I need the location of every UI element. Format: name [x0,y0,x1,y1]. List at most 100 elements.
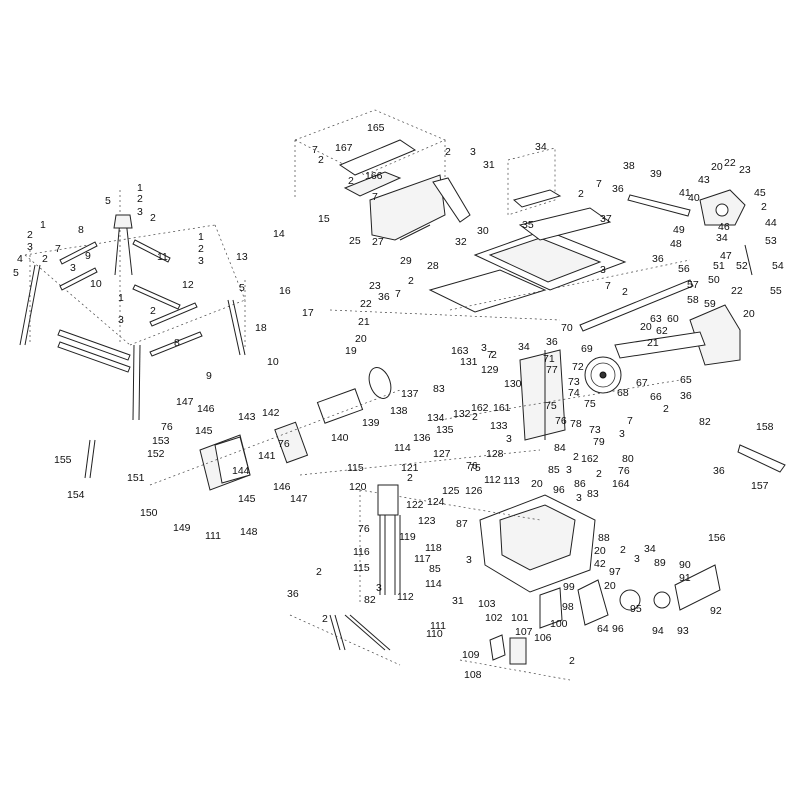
callout-7: 7 [312,144,318,156]
callout-65: 65 [680,374,692,386]
callout-96: 96 [612,623,624,635]
callout-111: 111 [430,620,446,632]
callout-98: 98 [562,601,574,613]
callout-123: 123 [418,515,436,527]
callout-127: 127 [433,448,451,460]
motor-assembly [84,367,541,491]
callout-135: 135 [436,424,454,436]
callout-162: 162 [471,402,489,414]
callout-36: 36 [546,336,558,348]
callout-37: 37 [600,213,612,225]
callout-115: 115 [353,562,370,574]
callout-139: 139 [362,417,380,429]
callout-157: 157 [751,480,769,492]
callout-154: 154 [67,489,85,501]
callout-87: 87 [456,518,468,530]
callout-20: 20 [604,580,616,592]
callout-96: 96 [553,484,565,496]
callout-99: 99 [563,581,575,593]
callout-3: 3 [506,433,512,445]
callout-149: 149 [173,522,191,534]
callout-25: 25 [349,235,361,247]
callout-12: 12 [182,279,194,291]
callout-11: 11 [157,251,168,263]
callout-20: 20 [531,478,543,490]
callout-3: 3 [118,314,124,326]
callout-130: 130 [504,378,522,390]
callout-72: 72 [572,361,584,373]
callout-59: 59 [704,298,716,310]
callout-3: 3 [376,582,382,594]
callout-134: 134 [427,412,445,424]
lower-stand-leg [289,614,571,681]
callout-75: 75 [584,398,596,410]
callout-34: 34 [716,232,728,244]
callout-30: 30 [477,225,489,237]
callout-9: 9 [85,250,91,262]
callout-166: 166 [365,170,383,182]
callout-36: 36 [378,291,390,303]
callout-97: 97 [609,566,621,578]
callout-2: 2 [445,146,451,158]
callout-10: 10 [90,278,102,290]
callout-36: 36 [680,390,692,402]
callout-79: 79 [593,436,605,448]
callout-7: 7 [596,178,602,190]
callout-163: 163 [451,345,469,357]
callout-137: 137 [401,388,419,400]
callout-34: 34 [644,543,656,555]
callout-58: 58 [687,294,699,306]
callout-28: 28 [427,260,439,272]
callout-2: 2 [408,275,414,287]
callout-128: 128 [486,448,504,460]
callout-4: 4 [17,253,23,265]
callout-8: 8 [174,337,180,349]
callout-114: 114 [425,578,442,590]
callout-2: 2 [348,175,354,187]
callout-66: 66 [650,391,662,403]
blade-guard-assembly [294,109,471,241]
callout-75: 75 [469,462,481,474]
callout-2: 2 [322,613,328,625]
callout-20: 20 [743,308,755,320]
callout-146: 146 [197,403,215,415]
callout-86: 86 [574,478,586,490]
callout-75: 75 [545,400,557,412]
callout-3: 3 [137,206,143,218]
callout-3: 3 [576,492,582,504]
callout-2: 2 [620,544,626,556]
callout-50: 50 [708,274,720,286]
callout-62: 62 [656,325,668,337]
callout-85: 85 [548,464,560,476]
callout-20: 20 [594,545,606,557]
callout-152: 152 [147,448,165,460]
callout-5: 5 [239,282,245,294]
elevation-assembly [377,484,721,665]
callout-90: 90 [679,559,691,571]
callout-67: 67 [636,377,648,389]
callout-2: 2 [573,451,579,463]
callout-84: 84 [554,442,566,454]
callout-76: 76 [618,465,630,477]
callout-labels: 1 2 5 3 2 1 2 3 8 7 9 4 2 5 3 1 2 3 11 1… [13,122,784,681]
callout-3: 3 [600,264,606,276]
callout-3: 3 [481,342,487,354]
callout-153: 153 [152,435,170,447]
callout-36: 36 [713,465,725,477]
callout-56: 56 [678,263,690,275]
callout-2: 2 [198,243,204,255]
callout-17: 17 [302,307,314,319]
callout-117: 117 [414,553,431,565]
callout-113: 113 [503,475,520,487]
callout-144: 144 [232,465,250,477]
callout-150: 150 [140,507,158,519]
callout-131: 131 [460,356,478,368]
callout-23: 23 [739,164,751,176]
callout-42: 42 [594,558,606,570]
callout-73: 73 [568,376,580,388]
callout-83: 83 [433,383,445,395]
callout-115: 115 [347,462,364,474]
blade-arbor-assembly [439,349,786,473]
callout-94: 94 [652,625,664,637]
callout-63: 63 [650,313,662,325]
